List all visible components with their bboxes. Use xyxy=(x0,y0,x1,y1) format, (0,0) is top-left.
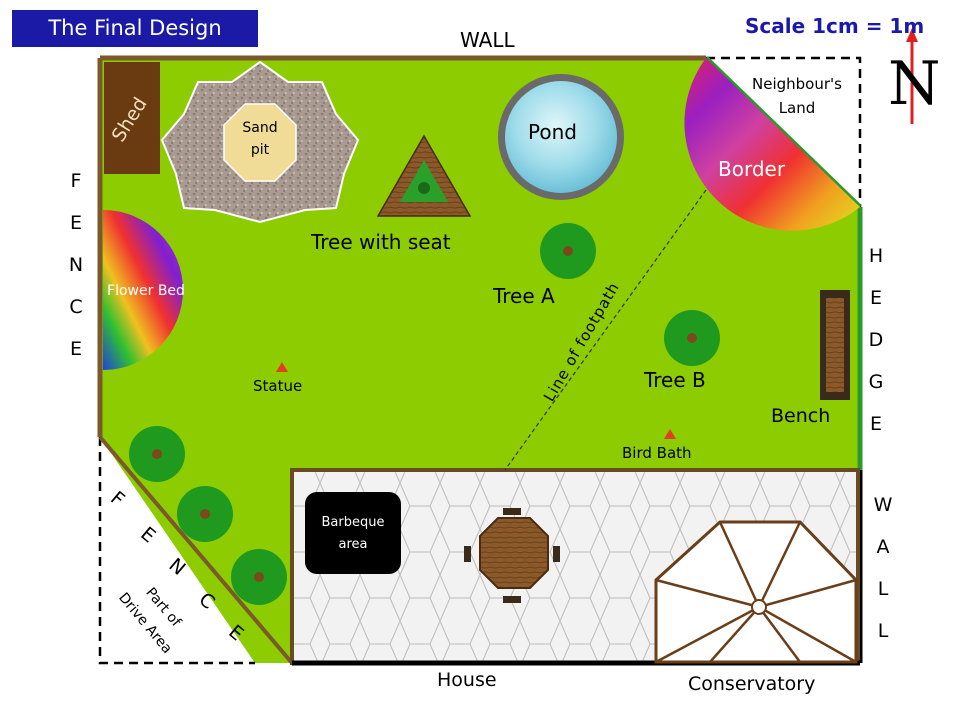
tree-with-seat xyxy=(376,134,472,217)
north-arrow xyxy=(906,28,918,124)
bird-bath-label: Bird Bath xyxy=(622,444,692,462)
fence-tree-3 xyxy=(231,549,287,605)
tree-b-label: Tree B xyxy=(644,368,706,392)
statue-marker xyxy=(276,362,288,372)
conservatory xyxy=(654,520,858,664)
sand-pit-label: Sand pit xyxy=(242,120,278,158)
hedge-letter: H xyxy=(868,245,884,267)
sand-pit xyxy=(160,60,360,224)
fence-left-letter: C xyxy=(69,296,83,318)
diagonal-fence xyxy=(98,435,294,665)
flower-bed xyxy=(103,210,183,370)
wall-right-letter: A xyxy=(876,536,890,558)
tree-a xyxy=(540,223,596,279)
barbeque-area xyxy=(305,492,401,574)
wall-top-label: WALL xyxy=(460,28,515,52)
wall-right-label: W A L L xyxy=(873,484,893,652)
hedge-letter: E xyxy=(869,413,882,435)
fence-left-letter: E xyxy=(69,338,82,360)
bench xyxy=(820,290,850,400)
hedge-letter: G xyxy=(868,371,884,393)
tree-with-seat-label: Tree with seat xyxy=(311,230,451,254)
patio-table xyxy=(464,508,560,603)
border-label: Border xyxy=(718,157,786,181)
wall-right-letter: W xyxy=(873,494,893,516)
house-label: House xyxy=(437,669,497,691)
pond-label: Pond xyxy=(528,120,577,144)
north-label: N xyxy=(888,49,941,119)
tree-b xyxy=(664,310,720,366)
hedge-letter: E xyxy=(869,287,882,309)
scale-label: Scale 1cm = 1m xyxy=(745,14,925,38)
bench-label: Bench xyxy=(771,405,831,427)
bird-bath-marker xyxy=(664,429,676,439)
neighbours-land-label: Neighbour's Land xyxy=(752,75,842,117)
neighbours-land-boundary xyxy=(706,56,862,207)
pond xyxy=(498,74,624,200)
fence-tree-1 xyxy=(129,426,185,482)
border-bed xyxy=(684,58,860,231)
footpath-line xyxy=(504,189,707,471)
conservatory-label: Conservatory xyxy=(688,673,816,695)
hedge-label: H E D G E xyxy=(866,235,886,445)
flower-bed-label: Flower Bed xyxy=(107,283,185,299)
hedge-letter: D xyxy=(868,329,884,351)
tree-a-label: Tree A xyxy=(493,284,555,308)
wall-right-letter: L xyxy=(877,620,889,642)
fence-left-letter: N xyxy=(68,254,84,276)
wall-right-letter: L xyxy=(877,578,889,600)
page-title: The Final Design xyxy=(12,10,258,47)
statue-label: Statue xyxy=(253,377,303,395)
fence-left-letter: F xyxy=(70,170,82,192)
barbeque-label: Barbeque area xyxy=(321,515,385,552)
fence-left-label: F E N C E xyxy=(66,160,86,370)
shed xyxy=(104,62,160,174)
fence-tree-2 xyxy=(177,486,233,542)
fence-left-letter: E xyxy=(69,212,82,234)
drive-area-boundary xyxy=(98,437,255,665)
